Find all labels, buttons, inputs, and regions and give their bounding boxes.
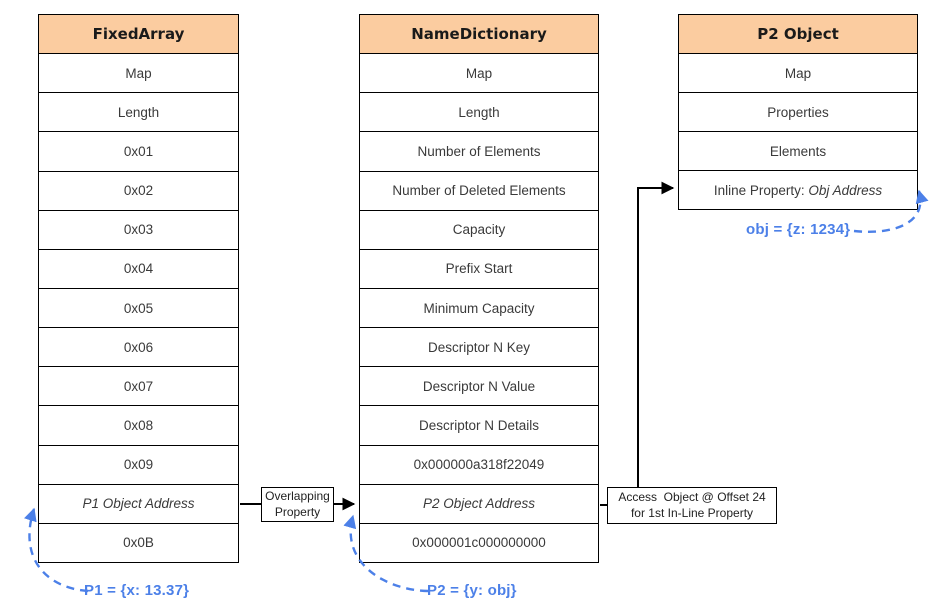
table-row: Descriptor N Value (360, 367, 598, 407)
p1-object-address-row: P1 Object Address (39, 484, 238, 524)
table-row: 0x000000a318f22049 (360, 445, 598, 485)
overlapping-property-label: Overlapping Property (261, 487, 334, 522)
p1-value-note: P1 = {x: 13.37} (84, 582, 190, 599)
p2-object-table: P2 Object Map Properties Elements Inline… (678, 14, 918, 210)
table-row: 0x000001c000000000 (360, 523, 598, 562)
table-row: Elements (679, 132, 917, 171)
table-row: Length (39, 93, 238, 133)
table-row: Number of Elements (360, 132, 598, 172)
table-row: Number of Deleted Elements (360, 171, 598, 211)
namedictionary-table-header: NameDictionary (360, 15, 598, 55)
table-row: Capacity (360, 210, 598, 250)
table-row: Minimum Capacity (360, 288, 598, 329)
access-offset-label-line2: for 1st In-Line Property (630, 505, 754, 520)
table-row: 0x01 (39, 132, 238, 172)
namedictionary-table: NameDictionary Map Length Number of Elem… (359, 14, 599, 563)
fixedarray-table-header: FixedArray (39, 15, 238, 55)
table-row: Map (360, 54, 598, 94)
table-row: Map (679, 54, 917, 93)
p2-object-table-header: P2 Object (679, 15, 917, 54)
table-row: 0x08 (39, 406, 238, 446)
p2-value-note: P2 = {y: obj} (427, 582, 517, 599)
table-row: Prefix Start (360, 249, 598, 289)
fixedarray-table: FixedArray Map Length 0x01 0x02 0x03 0x0… (38, 14, 239, 563)
table-row: Descriptor N Details (360, 406, 598, 446)
table-row: 0x07 (39, 367, 238, 407)
inline-property-label: Inline Property: (713, 182, 809, 198)
table-row: 0x04 (39, 249, 238, 289)
access-offset-arrow (637, 181, 675, 487)
access-offset-label: Access Object @ Offset 24 for 1st In-Lin… (607, 487, 777, 524)
table-row: 0x05 (39, 288, 238, 329)
table-row: 0x09 (39, 445, 238, 485)
inline-property-value: Obj Address (808, 182, 883, 198)
table-row: Properties (679, 93, 917, 132)
table-row: 0x03 (39, 210, 238, 250)
p2-object-address-row: P2 Object Address (360, 484, 598, 524)
table-row: Length (360, 93, 598, 133)
table-row: Descriptor N Key (360, 328, 598, 368)
table-row: 0x06 (39, 328, 238, 368)
access-offset-label-line1: Access Object @ Offset 24 (618, 489, 766, 504)
table-row: Map (39, 54, 238, 94)
overlapping-property-label-text: Overlapping Property (265, 488, 330, 519)
obj-value-note: obj = {z: 1234} (746, 221, 851, 238)
table-row: 0x02 (39, 171, 238, 211)
inline-property-row: Inline Property: Obj Address (679, 171, 917, 209)
table-row: 0x0B (39, 523, 238, 562)
